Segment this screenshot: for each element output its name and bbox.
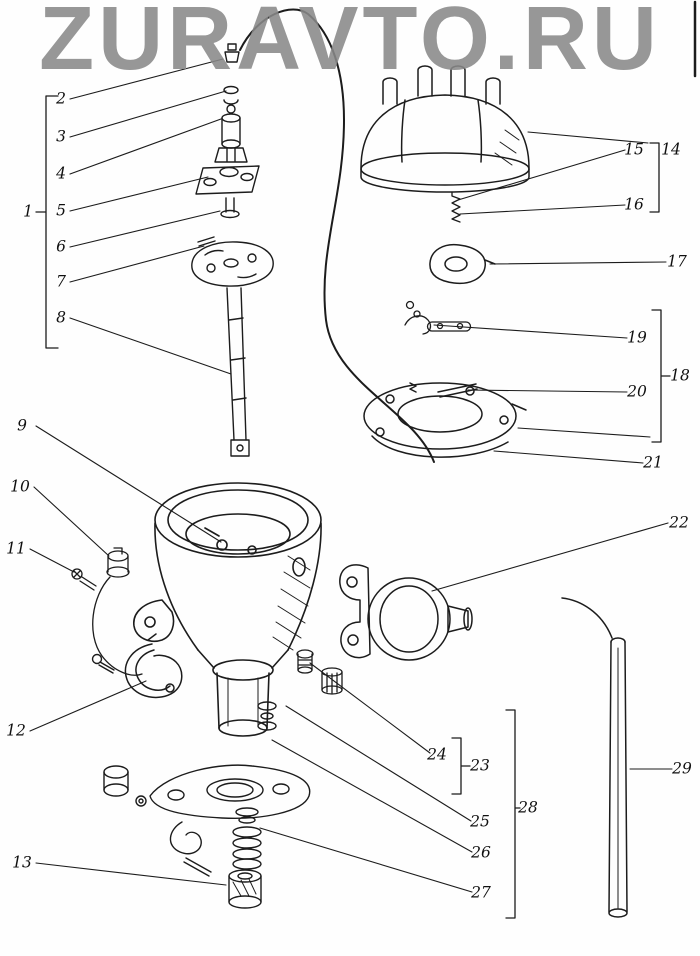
- contact-spring: [451, 191, 461, 223]
- callout-8: 8: [56, 308, 66, 327]
- callout-26: 26: [471, 843, 491, 862]
- callout-19: 19: [627, 328, 647, 347]
- callout-1: 1: [23, 202, 33, 221]
- callout-2: 2: [56, 89, 66, 108]
- watermark: ZURAVTO.RU: [39, 0, 661, 89]
- lower-assembly: [91, 653, 311, 909]
- callout-20: 20: [627, 382, 647, 401]
- callout-5: 5: [56, 201, 66, 220]
- callout-27: 27: [471, 883, 491, 902]
- leader-lines: [29, 58, 673, 893]
- distributor-body: [133, 482, 322, 737]
- rotor: [429, 243, 496, 285]
- callout-12: 12: [6, 721, 26, 740]
- drive-shaft-assembly: [191, 43, 274, 457]
- terminal-screw: [296, 649, 343, 695]
- callout-14: 14: [661, 140, 681, 159]
- callout-29: 29: [672, 759, 692, 778]
- callout-23: 23: [470, 756, 490, 775]
- breaker-fasteners: [404, 300, 472, 335]
- link-rod: [561, 597, 628, 918]
- callout-9: 9: [17, 416, 27, 435]
- callout-13: 13: [12, 853, 32, 872]
- callout-16: 16: [624, 195, 644, 214]
- callout-25: 25: [470, 812, 490, 831]
- callout-10: 10: [10, 477, 30, 496]
- callout-15: 15: [624, 140, 644, 159]
- callout-24: 24: [427, 745, 447, 764]
- callout-18: 18: [670, 366, 690, 385]
- callout-3: 3: [56, 127, 66, 146]
- callout-22: 22: [669, 513, 689, 532]
- callout-4: 4: [56, 164, 66, 183]
- callout-11: 11: [6, 539, 26, 558]
- callout-7: 7: [56, 272, 66, 291]
- group-brackets: [35, 95, 671, 919]
- distributor-cap: [360, 65, 530, 193]
- callout-17: 17: [667, 252, 687, 271]
- callout-6: 6: [56, 237, 66, 256]
- callout-28: 28: [518, 798, 538, 817]
- clamp-bracket: [124, 633, 183, 699]
- ignition-cable: [239, 8, 435, 463]
- terminal-and-screw: [71, 547, 143, 676]
- callout-21: 21: [643, 453, 663, 472]
- vacuum-advance-unit: [339, 564, 473, 661]
- breaker-plate: [363, 382, 527, 458]
